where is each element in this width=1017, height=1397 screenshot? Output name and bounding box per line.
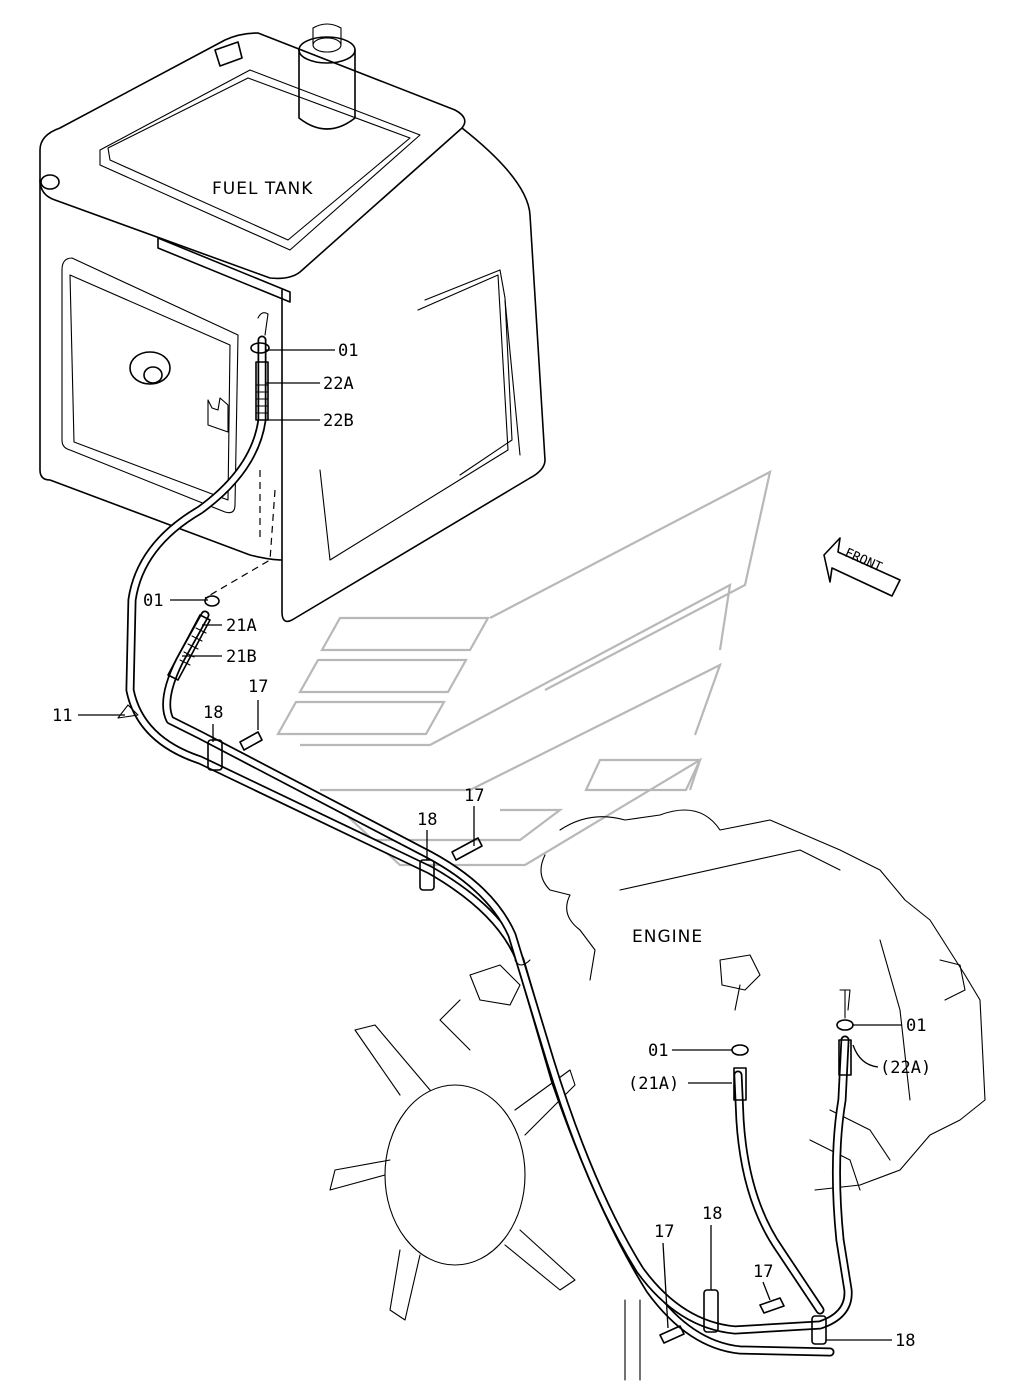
callout-bolt-17-d: 17 <box>753 1262 773 1282</box>
callout-eng-21a-ref: (21A) <box>628 1074 679 1094</box>
cooling-fan <box>329 1024 576 1321</box>
callout-bolt-17-a: 17 <box>248 677 268 697</box>
callout-clamp-18-b: 18 <box>417 810 437 830</box>
front-arrow-label: FRONT <box>842 546 884 576</box>
callout-leaders <box>78 349 902 1341</box>
fuel-tank <box>39 23 546 623</box>
fuel-hose-supply <box>125 335 835 1357</box>
fuel-tank-label: FUEL TANK <box>212 179 313 199</box>
engine <box>329 809 986 1381</box>
callout-clamp-18-d: 18 <box>895 1331 915 1351</box>
mid-fittings <box>117 595 220 719</box>
callout-eng-01-left: 01 <box>648 1041 668 1061</box>
callout-bolt-17-b: 17 <box>464 786 484 806</box>
callout-mid-21b: 21B <box>226 647 257 667</box>
callout-clip-11: 11 <box>52 706 72 726</box>
callout-mid-21a: 21A <box>226 616 257 636</box>
front-direction-arrow: FRONT <box>823 537 901 597</box>
callout-mid-01: 01 <box>143 591 163 611</box>
callout-bolt-17-c: 17 <box>654 1222 674 1242</box>
callout-clamp-18-a: 18 <box>203 703 223 723</box>
filler-cap <box>298 23 356 130</box>
callout-eng-22a-ref: (22A) <box>880 1058 931 1078</box>
callout-tank-01: 01 <box>338 341 358 361</box>
callout-eng-01-right: 01 <box>906 1016 926 1036</box>
engine-label: ENGINE <box>632 927 703 947</box>
callout-tank-22a: 22A <box>323 374 354 394</box>
engine-fittings <box>731 989 854 1101</box>
clamps-and-bolts <box>207 731 827 1345</box>
callout-tank-22b: 22B <box>323 411 354 431</box>
callout-clamp-18-c: 18 <box>702 1204 722 1224</box>
fuel-hose-engine-left <box>733 1070 825 1315</box>
fuel-hose-return <box>162 610 853 1335</box>
watermark-logo <box>276 469 772 867</box>
